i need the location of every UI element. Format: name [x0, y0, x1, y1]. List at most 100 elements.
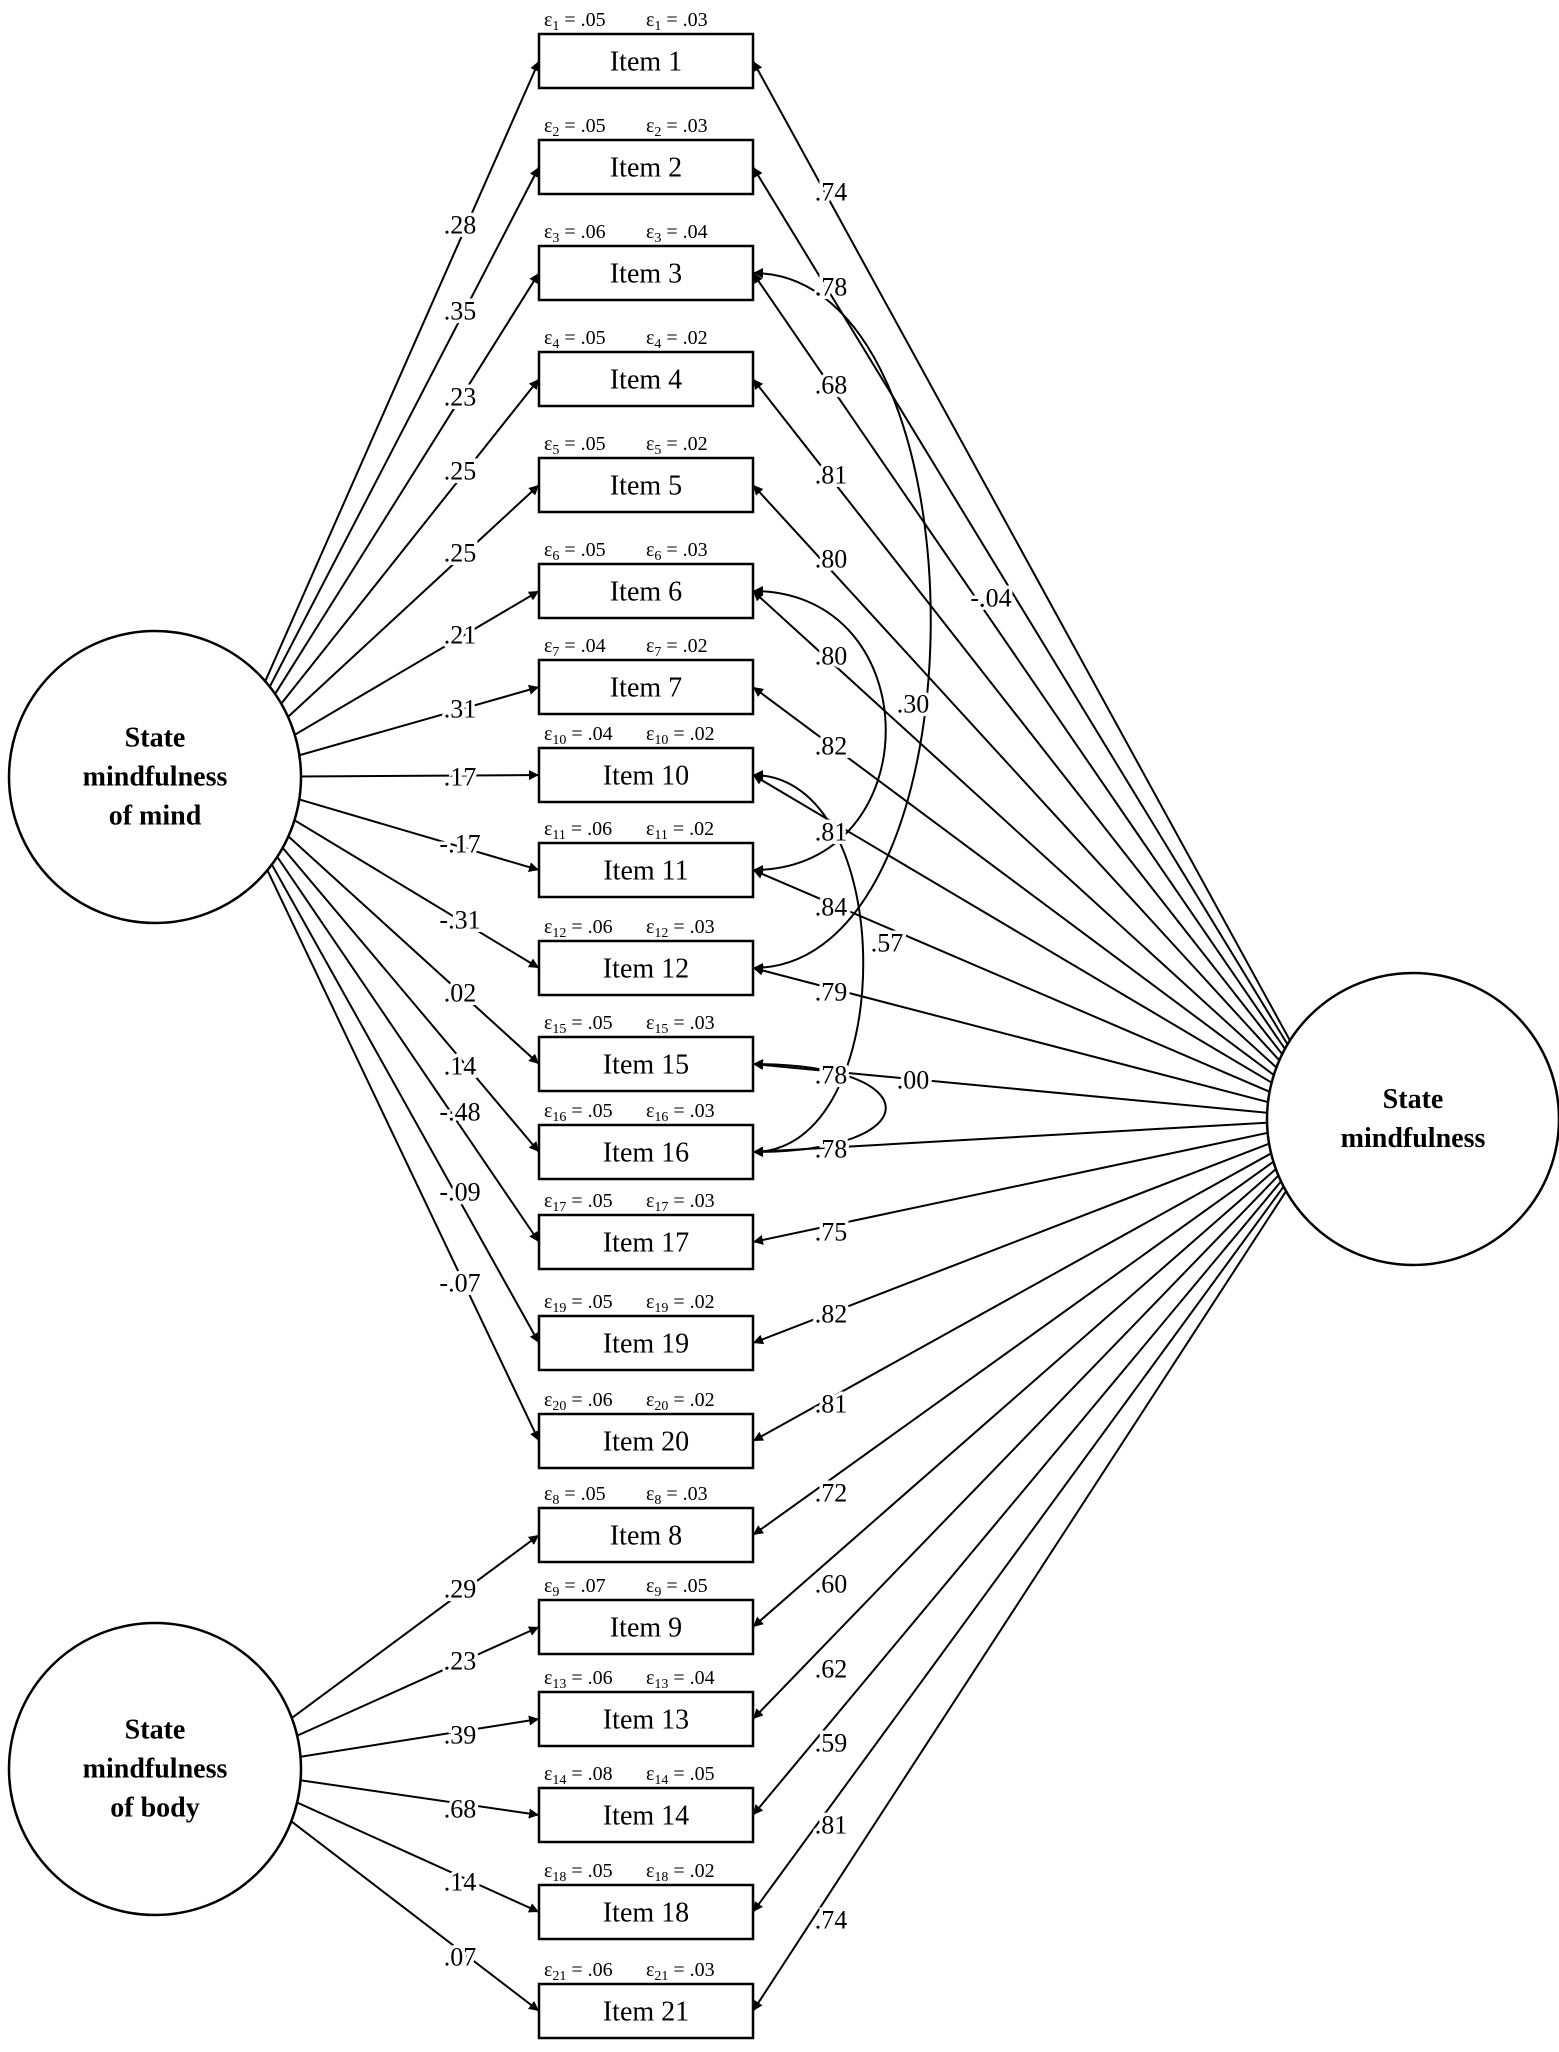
- factor-label-body-line-2: mindfulness: [83, 1754, 228, 1785]
- correlation-curve-item-10-item-16: [752, 770, 865, 1157]
- path-general-to-item-14: [752, 1118, 1334, 1816]
- item-box-5: [537, 456, 755, 514]
- item-box-14: [537, 1786, 755, 1844]
- loading-label-general-item-10: .81: [815, 818, 848, 847]
- loading-label-mind-item-11: -.17: [439, 830, 480, 859]
- item-label-1: Item 1: [610, 47, 682, 78]
- loading-label-general-item-14: .59: [815, 1729, 848, 1758]
- loading-label-general-item-9: .60: [815, 1570, 848, 1599]
- path-general-to-item-8: [752, 1118, 1334, 1536]
- path-general-to-item-3: [752, 272, 1334, 1120]
- error-variance-right-item-7: ε7 = .02: [646, 635, 708, 660]
- loading-label-mind-item-7: .31: [444, 695, 477, 724]
- item-label-20: Item 20: [603, 1427, 689, 1458]
- factor-circle-general: [1265, 971, 1559, 1267]
- path-mind-to-item-2: [222, 166, 540, 778]
- loading-label-mind-item-5: .25: [444, 539, 477, 568]
- error-variance-right-item-9: ε9 = .05: [646, 1575, 708, 1600]
- error-variance-right-item-17: ε17 = .03: [646, 1190, 715, 1215]
- loading-label-mind-item-3: .23: [444, 383, 477, 412]
- correlation-label-item-10-item-16: .57: [871, 929, 904, 958]
- factor-label-mind-line-1: State: [125, 723, 186, 754]
- error-variance-right-item-6: ε6 = .03: [646, 539, 708, 564]
- item-label-4: Item 4: [610, 365, 682, 396]
- error-variance-right-item-8: ε8 = .03: [646, 1483, 708, 1508]
- loading-label-general-item-16: .78: [815, 1135, 848, 1164]
- loading-label-general-item-13: .62: [815, 1655, 848, 1684]
- item-label-8: Item 8: [610, 1521, 682, 1552]
- loading-label-general-item-17: .75: [815, 1218, 848, 1247]
- error-variance-right-item-1: ε1 = .03: [646, 9, 708, 34]
- error-variance-right-item-2: ε2 = .03: [646, 115, 708, 140]
- error-variance-left-item-10: ε10 = .04: [544, 723, 613, 748]
- loading-label-general-item-4: .81: [815, 461, 848, 490]
- item-label-7: Item 7: [610, 673, 682, 704]
- factor-label-body-line-1: State: [125, 1715, 186, 1746]
- error-variance-left-item-2: ε2 = .05: [544, 115, 606, 140]
- path-general-to-item-2: [752, 166, 1334, 1120]
- loading-label-general-item-20: .81: [815, 1390, 848, 1419]
- item-label-21: Item 21: [603, 1997, 689, 2028]
- loading-label-body-item-21: .07: [444, 1943, 477, 1972]
- loading-label-body-item-14: .68: [444, 1795, 477, 1824]
- error-variance-left-item-16: ε16 = .05: [544, 1100, 613, 1125]
- coefficient-labels: .28.74.35.78.23.68.25.81.25.80.21.80.31.…: [436, 174, 1015, 1975]
- error-variance-left-item-14: ε14 = .08: [544, 1763, 613, 1788]
- loading-label-mind-item-20: -.07: [439, 1269, 480, 1298]
- path-general-to-item-11: [752, 869, 1334, 1120]
- loading-label-general-item-18: .81: [815, 1811, 848, 1840]
- path-mind-to-item-20: [222, 776, 540, 1442]
- correlation-curve-item-6-item-11: [752, 586, 887, 875]
- loading-label-general-item-6: .80: [815, 642, 848, 671]
- path-general-to-item-16: [752, 1118, 1334, 1157]
- loading-label-mind-item-4: .25: [444, 457, 477, 486]
- path-general-to-item-4: [752, 378, 1334, 1120]
- item-box-4: [537, 350, 755, 408]
- loading-label-general-item-2: .78: [815, 273, 848, 302]
- item-label-17: Item 17: [603, 1228, 689, 1259]
- correlation-label-item-3-item-12: -.04: [970, 584, 1011, 613]
- loading-label-general-item-3: .68: [815, 371, 848, 400]
- correlation-label-item-15-item-16: .00: [897, 1066, 930, 1095]
- item-box-1: [537, 32, 755, 90]
- factor-circle-mind: [7, 629, 303, 925]
- error-variance-left-item-3: ε3 = .06: [544, 221, 606, 246]
- error-variance-left-item-7: ε7 = .04: [544, 635, 606, 660]
- item-label-16: Item 16: [603, 1138, 689, 1169]
- loading-label-mind-item-16: .14: [444, 1052, 477, 1081]
- error-variance-left-item-18: ε18 = .05: [544, 1860, 613, 1885]
- error-variance-left-item-1: ε1 = .05: [544, 9, 606, 34]
- error-variance-right-item-21: ε21 = .03: [646, 1959, 715, 1984]
- error-variance-right-item-4: ε4 = .02: [646, 327, 708, 352]
- error-variance-left-item-12: ε12 = .06: [544, 916, 613, 941]
- path-mind-to-item-1: [222, 60, 540, 778]
- loading-label-general-item-21: .74: [815, 1906, 848, 1935]
- item-label-18: Item 18: [603, 1898, 689, 1929]
- error-variance-left-item-4: ε4 = .05: [544, 327, 606, 352]
- loading-label-general-item-12: .79: [815, 978, 848, 1007]
- item-box-18: [537, 1883, 755, 1941]
- error-variance-left-item-20: ε20 = .06: [544, 1389, 613, 1414]
- loading-label-general-item-15: .78: [815, 1061, 848, 1090]
- error-variance-left-item-21: ε21 = .06: [544, 1959, 613, 1984]
- path-general-to-item-12: [752, 965, 1334, 1120]
- path-general-to-item-1: [752, 60, 1334, 1120]
- error-variance-right-item-10: ε10 = .02: [646, 723, 715, 748]
- factor-label-mind-line-2: mindfulness: [83, 762, 228, 793]
- item-box-9: [537, 1598, 755, 1656]
- path-general-to-item-6: [752, 590, 1334, 1120]
- loading-label-general-item-11: .84: [815, 893, 848, 922]
- path-general-to-item-15: [752, 1059, 1334, 1120]
- error-variance-left-item-17: ε17 = .05: [544, 1190, 613, 1215]
- item-label-9: Item 9: [610, 1613, 682, 1644]
- error-variance-left-item-11: ε11 = .06: [544, 818, 612, 843]
- item-label-13: Item 13: [603, 1705, 689, 1736]
- error-variance-left-item-9: ε9 = .07: [544, 1575, 606, 1600]
- loading-label-mind-item-10: .17: [444, 763, 477, 792]
- item-label-10: Item 10: [603, 761, 689, 792]
- loading-label-general-item-5: .80: [815, 545, 848, 574]
- item-box-17: [537, 1213, 755, 1271]
- item-box-8: [537, 1506, 755, 1564]
- error-variance-right-item-15: ε15 = .03: [646, 1012, 715, 1037]
